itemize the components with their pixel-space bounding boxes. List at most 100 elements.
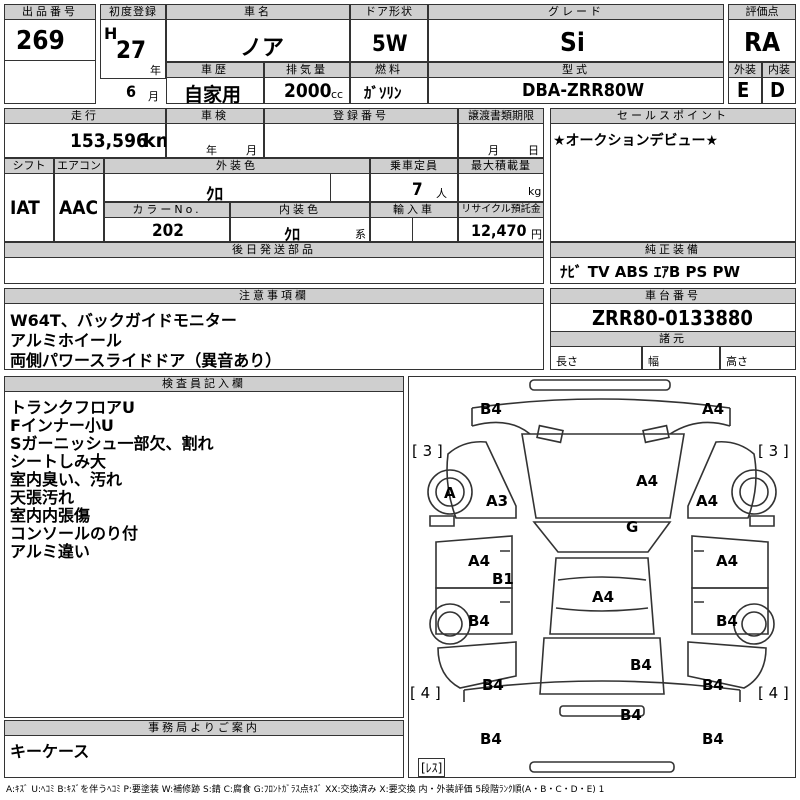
recycle-unit: 円 xyxy=(531,228,542,241)
spec-length xyxy=(550,346,642,370)
mark-fr-door: A4 xyxy=(716,552,739,570)
specs-label: 諸元 xyxy=(550,331,796,347)
inspector-label: 検査員記入欄 xyxy=(4,376,404,392)
grade-label: グレード xyxy=(428,4,724,20)
ext-score-label: 外装 xyxy=(728,62,762,78)
fuel-label: 燃料 xyxy=(350,62,428,78)
ext-color-divider xyxy=(330,173,331,202)
capacity-unit: 人 xyxy=(436,187,447,200)
mark-rr-corner: B4 xyxy=(702,730,724,748)
mark-fl-wheel: A xyxy=(444,484,456,502)
int-color-label: 内装色 xyxy=(230,202,370,218)
first-reg-month-unit: 月 xyxy=(148,90,159,103)
chassis-label: 車台番号 xyxy=(550,288,796,304)
color-no-value: 202 xyxy=(152,221,184,241)
inspector-box xyxy=(4,376,404,718)
first-reg-label: 初度登録 xyxy=(100,4,166,20)
mark-rl-quarter: B4 xyxy=(482,676,504,694)
lot-value: 269 xyxy=(16,26,65,56)
tire-front-left: [ 3 ] xyxy=(412,442,443,460)
notes-line-2: アルミホイール xyxy=(10,331,122,350)
capacity-label: 乗車定員 xyxy=(370,158,458,174)
model-label: 型式 xyxy=(428,62,724,78)
inspector-line-5: 室内臭い、汚れ xyxy=(10,470,123,489)
first-reg-year-unit: 年 xyxy=(150,64,161,77)
office-label: 事務局よりご案内 xyxy=(4,720,404,736)
max-load-label: 最大積載量 xyxy=(458,158,544,174)
mark-fl-fender: A3 xyxy=(486,492,509,510)
displacement-label: 排気量 xyxy=(264,62,350,78)
recycle-label: リサイクル預託金 xyxy=(458,202,544,218)
transfer-month-unit: 月 xyxy=(488,144,499,157)
spec-width-label: 幅 xyxy=(648,355,659,368)
transfer-label: 譲渡書類期限 xyxy=(458,108,544,124)
spec-height xyxy=(720,346,796,370)
displacement-value: 2000 xyxy=(284,80,332,102)
ext-color-value: ｸﾛ xyxy=(206,185,223,205)
mark-fr-corner: A4 xyxy=(702,400,725,418)
notes-line-1: W64T、バックガイドモニター xyxy=(10,311,237,330)
mark-rr-door: B4 xyxy=(716,612,738,630)
mark-fl-pillar: B1 xyxy=(492,570,514,588)
history-value: 自家用 xyxy=(184,84,242,106)
mark-windshield: G xyxy=(626,518,639,536)
inspector-line-2: Fインナー小U xyxy=(10,416,114,435)
spec-width xyxy=(642,346,720,370)
car-name-value: ノア xyxy=(240,36,285,61)
inspector-line-1: トランクフロアU xyxy=(10,398,135,417)
tire-rear-right: [ 4 ] xyxy=(758,684,789,702)
max-load-unit: kg xyxy=(528,185,542,198)
fuel-value: ｶﾞｿﾘﾝ xyxy=(364,84,402,102)
inspector-line-4: シートしみ大 xyxy=(10,452,107,471)
history-label: 車歴 xyxy=(166,62,264,78)
inspector-line-7: 室内内張傷 xyxy=(10,506,91,525)
reg-no-label: 登録番号 xyxy=(264,108,458,124)
car-diagram xyxy=(427,379,777,773)
notes-label: 注意事項欄 xyxy=(4,288,544,304)
lot-lower xyxy=(4,60,96,104)
displacement-unit: cc xyxy=(331,88,344,101)
first-reg-era: H xyxy=(104,24,118,43)
model-value: DBA-ZRR80W xyxy=(522,80,645,101)
aircon-label: エアコン xyxy=(54,158,104,174)
tire-front-right: [ 3 ] xyxy=(758,442,789,460)
spare-tire: [ﾚｽ] xyxy=(418,758,446,777)
sales-point-value: ★オークションデビュー★ xyxy=(553,133,719,149)
spec-height-label: 高さ xyxy=(726,355,748,368)
spec-length-label: 長さ xyxy=(556,355,578,368)
mark-roof: A4 xyxy=(592,588,615,606)
car-name-label: 車名 xyxy=(166,4,350,20)
mark-rear-bumper: B4 xyxy=(620,706,642,724)
mark-fl-corner: B4 xyxy=(480,400,502,418)
mark-rl-corner: B4 xyxy=(480,730,502,748)
mark-rr-quarter: B4 xyxy=(702,676,724,694)
notes-line-3: 両側パワースライドドア（異音あり） xyxy=(10,351,282,370)
recycle-value: 12,470 xyxy=(471,221,527,240)
int-score-label: 内装 xyxy=(762,62,796,78)
import-label: 輸入車 xyxy=(370,202,458,218)
after-ship-label: 後日発送部品 xyxy=(4,242,544,258)
sales-point-label: セールスポイント xyxy=(550,108,796,124)
mark-fr-fender: A4 xyxy=(696,492,719,510)
first-reg-month: 6 xyxy=(126,82,137,101)
inspector-line-9: アルミ違い xyxy=(10,542,90,561)
inspector-line-6: 天張汚れ xyxy=(10,488,75,507)
ext-color-label: 外装色 xyxy=(104,158,370,174)
int-color-unit: 系 xyxy=(355,228,366,241)
door-value: 5W xyxy=(372,32,408,57)
score-value: RA xyxy=(744,28,781,58)
aircon-value: AAC xyxy=(59,197,99,219)
office-value: キーケース xyxy=(10,742,90,761)
int-score-value: D xyxy=(770,78,785,102)
legend: A:ｷｽﾞ U:ﾍｺﾐ B:ｷｽﾞを伴うﾍｺﾐ P:要塗装 W:補修跡 S:錆 … xyxy=(6,785,605,795)
inspection-month-unit: 月 xyxy=(246,144,257,157)
equipment-label: 純正装備 xyxy=(550,242,796,258)
mileage-value: 153,596 xyxy=(70,130,148,152)
capacity-value: 7 xyxy=(412,180,423,200)
shift-value: IAT xyxy=(10,197,40,219)
door-label: ドア形状 xyxy=(350,4,428,20)
ext-score-value: E xyxy=(737,78,750,102)
shift-label: シフト xyxy=(4,158,54,174)
inspection-year-unit: 年 xyxy=(206,144,217,157)
equipment-value: ﾅﾋﾞ TV ABS ｴｱB PS PW xyxy=(560,263,741,281)
